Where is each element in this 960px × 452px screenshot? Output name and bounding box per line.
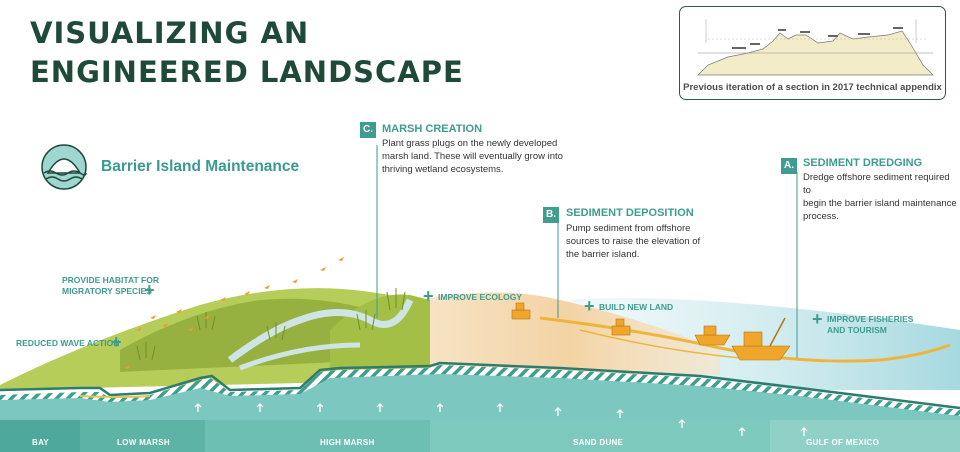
benefit-fisheries: IMPROVE FISHERIES AND TOURISM [827,314,914,335]
sand-deposition [420,292,720,375]
step-c-body: Plant grass plugs on the newly developed… [382,138,563,175]
step-a-body: Dredge offshore sediment required to beg… [803,172,957,222]
step-b-body: Pump sediment from offshore sources to r… [566,223,701,260]
benefit-land: BUILD NEW LAND [599,302,674,312]
zone-label-gulf: GULF OF MEXICO [806,438,880,447]
zone-label-low-marsh: LOW MARSH [117,438,170,447]
plus-icon: + [423,286,434,306]
dredge-boats [694,317,791,361]
step-c-title: MARSH CREATION [382,123,483,135]
plus-icon: + [144,280,155,300]
benefit-ecology: IMPROVE ECOLOGY [438,292,523,302]
zone-label-bay: BAY [32,438,50,447]
step-b-badge: B. [543,207,559,223]
technical-section-drawing [697,19,934,76]
title-line-1: VISUALIZING AN [30,16,310,50]
benefit-habitat: PROVIDE HABITAT FOR MIGRATORY SPECIES [62,275,159,296]
step-b-title: SEDIMENT DEPOSITION [566,207,694,219]
zone-band-sand-dune [430,420,770,452]
zone-band-bay [0,420,80,452]
plus-icon: + [584,296,595,316]
page-title: VISUALIZING AN ENGINEERED LANDSCAPE [30,14,464,92]
bulldozers [511,302,631,336]
inset-caption: Previous iteration of a section in 2017 … [683,82,942,93]
zone-band-high-marsh [205,420,430,452]
zone-band-gulf [770,420,960,452]
barrier-island-icon [41,144,87,190]
previous-section-inset: Previous iteration of a section in 2017 … [679,6,946,100]
zone-band-low-marsh [80,420,205,452]
step-a-badge: A. [781,158,797,174]
benefit-wave: REDUCED WAVE ACTION [16,338,120,348]
step-a-title: SEDIMENT DREDGING [803,157,923,169]
plus-icon: + [812,309,823,329]
zone-label-high-marsh: HIGH MARSH [320,438,375,447]
uplift-arrows [194,403,808,436]
ground-profile [0,361,960,410]
section-subtitle: Barrier Island Maintenance [101,158,300,175]
title-line-2: ENGINEERED LANDSCAPE [30,55,464,89]
step-c-badge: C. [360,122,376,138]
zone-label-sand-dune: SAND DUNE [573,438,624,447]
plus-icon: + [111,332,122,352]
